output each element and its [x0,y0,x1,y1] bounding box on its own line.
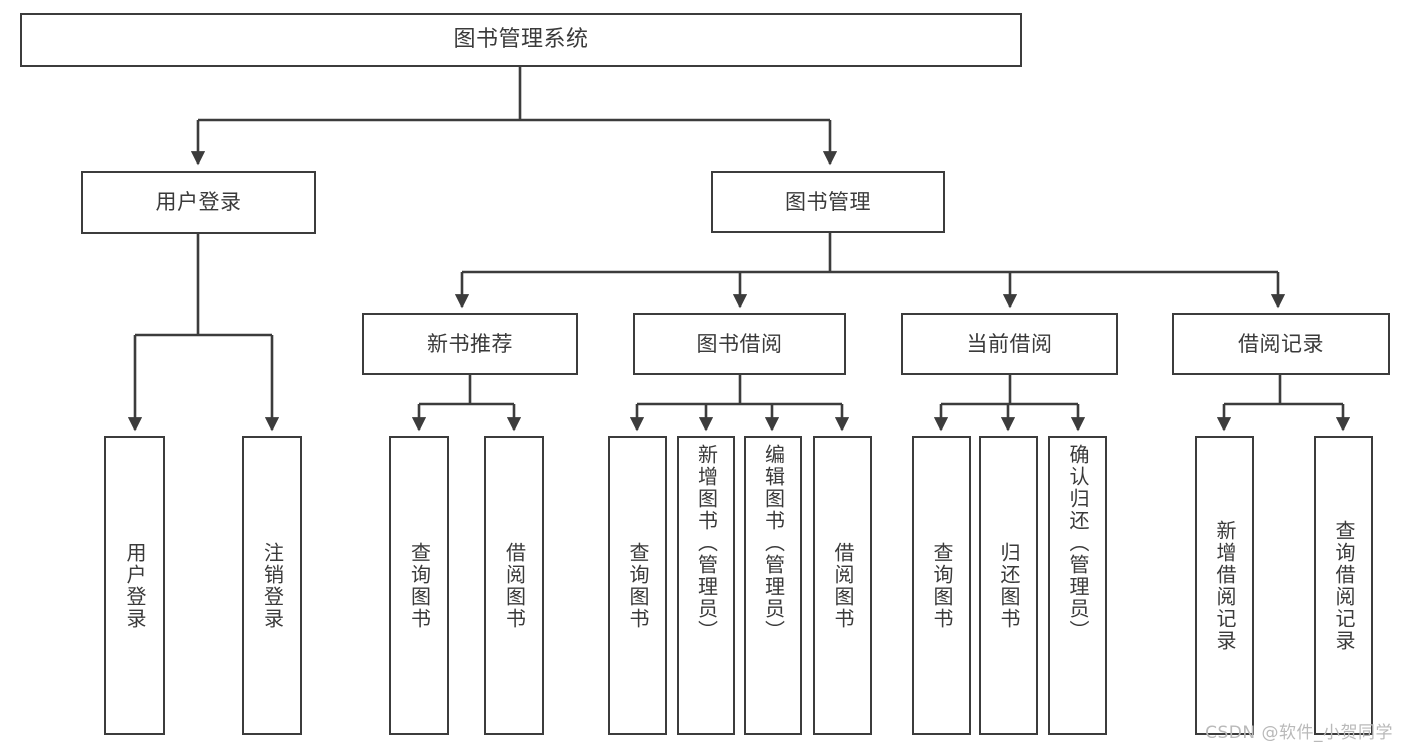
node-book-management-label: 图书管理 [785,189,871,214]
node-root-system[interactable]: 图书管理系统 [20,13,1022,67]
node-leaf-current-query-book[interactable]: 查询图书 [912,436,971,735]
node-leaf-borrow-edit-book[interactable]: 编辑图书（管理员） [744,436,802,735]
node-leaf-current-return-book[interactable]: 归还图书 [979,436,1038,735]
node-leaf-user-login-signout[interactable]: 注销登录 [242,436,302,735]
node-user-login[interactable]: 用户登录 [81,171,316,234]
node-leaf-borrow-borrow-book[interactable]: 借阅图书 [813,436,872,735]
node-leaf-borrow-query-book-label: 查询图书 [626,541,650,630]
node-user-login-label: 用户登录 [155,190,242,215]
node-leaf-borrow-add-book-label: 新增图书（管理员） [694,444,719,642]
node-leaf-records-query-record-label: 查询借阅记录 [1332,519,1356,652]
node-leaf-current-query-book-label: 查询图书 [930,541,954,630]
node-leaf-current-return-book-label: 归还图书 [997,541,1021,630]
node-leaf-records-add-record[interactable]: 新增借阅记录 [1195,436,1254,735]
node-leaf-borrow-edit-book-label: 编辑图书（管理员） [761,444,786,642]
node-leaf-new-book-borrow-label: 借阅图书 [502,541,527,630]
csdn-watermark: CSDN @软件_小贺同学 [1205,723,1393,743]
node-leaf-user-login-signout-label: 注销登录 [260,541,285,630]
node-leaf-records-query-record[interactable]: 查询借阅记录 [1314,436,1373,735]
node-leaf-current-confirm-return-label: 确认归还（管理员） [1066,444,1090,642]
node-book-management[interactable]: 图书管理 [711,171,945,233]
node-leaf-new-book-query[interactable]: 查询图书 [389,436,449,735]
node-new-book-recommendation[interactable]: 新书推荐 [362,313,578,375]
node-leaf-current-confirm-return[interactable]: 确认归还（管理员） [1048,436,1107,735]
node-leaf-borrow-add-book[interactable]: 新增图书（管理员） [677,436,735,735]
node-leaf-new-book-query-label: 查询图书 [407,541,432,630]
node-current-borrowing[interactable]: 当前借阅 [901,313,1118,375]
node-leaf-borrow-query-book[interactable]: 查询图书 [608,436,667,735]
node-leaf-records-add-record-label: 新增借阅记录 [1213,519,1237,652]
node-book-borrowing[interactable]: 图书借阅 [633,313,846,375]
node-leaf-user-login-signin-label: 用户登录 [123,541,147,630]
node-root-system-label: 图书管理系统 [453,27,589,53]
node-book-borrowing-label: 图书借阅 [696,331,783,356]
node-leaf-user-login-signin[interactable]: 用户登录 [104,436,165,735]
node-current-borrowing-label: 当前借阅 [966,331,1053,356]
node-new-book-recommendation-label: 新书推荐 [427,331,513,356]
node-borrowing-records-label: 借阅记录 [1238,331,1324,356]
node-borrowing-records[interactable]: 借阅记录 [1172,313,1390,375]
node-leaf-borrow-borrow-book-label: 借阅图书 [831,541,855,630]
node-leaf-new-book-borrow[interactable]: 借阅图书 [484,436,544,735]
